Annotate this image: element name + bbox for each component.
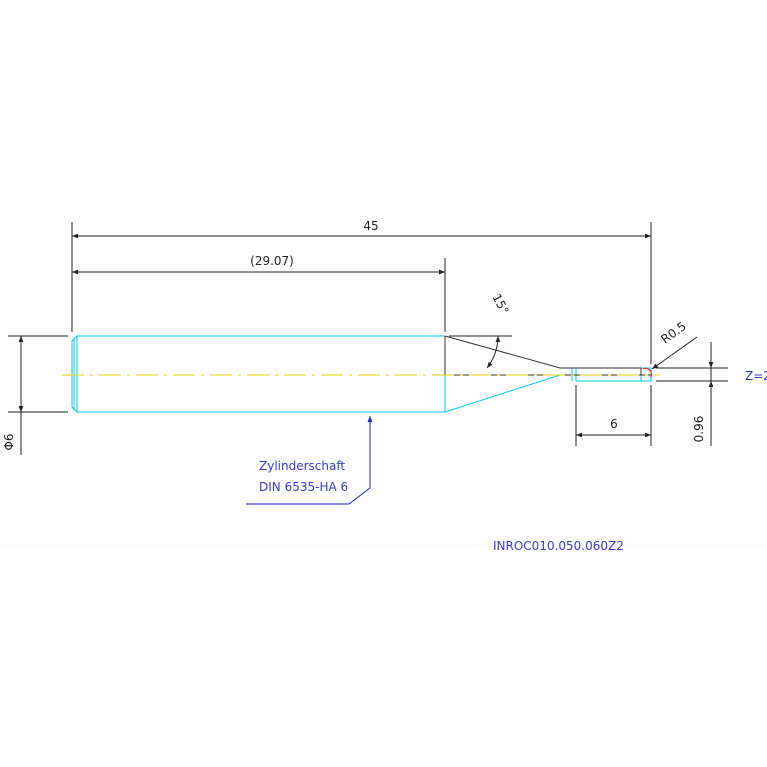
dim-cutting-length-label: 6 <box>610 417 618 431</box>
dim-corner-radius <box>651 336 698 370</box>
flute-count-label: Z=2 <box>745 369 767 383</box>
dim-shank-length-label: (29.07) <box>250 254 294 268</box>
dim-cutting-length <box>575 385 652 446</box>
dim-cutting-diameter-label: 0.96 <box>692 416 706 443</box>
drawing-sheet <box>0 215 767 550</box>
dim-shank-diameter <box>8 335 68 455</box>
part-number: INROC010.050.060Z2 <box>493 539 624 553</box>
dim-shank-diameter-label: Φ6 <box>2 433 16 450</box>
dim-cutting-diameter <box>656 342 728 446</box>
dim-overall-length <box>71 222 652 364</box>
shank-note-line1: Zylinderschaft <box>259 459 345 473</box>
shank-note-leader <box>246 416 373 505</box>
corner-radius-marker <box>642 367 653 378</box>
shank-note-line2: DIN 6535-HA 6 <box>259 480 348 494</box>
dim-shank-length <box>72 258 446 332</box>
dim-taper-angle <box>449 335 512 369</box>
dim-overall-length-label: 45 <box>363 219 378 233</box>
